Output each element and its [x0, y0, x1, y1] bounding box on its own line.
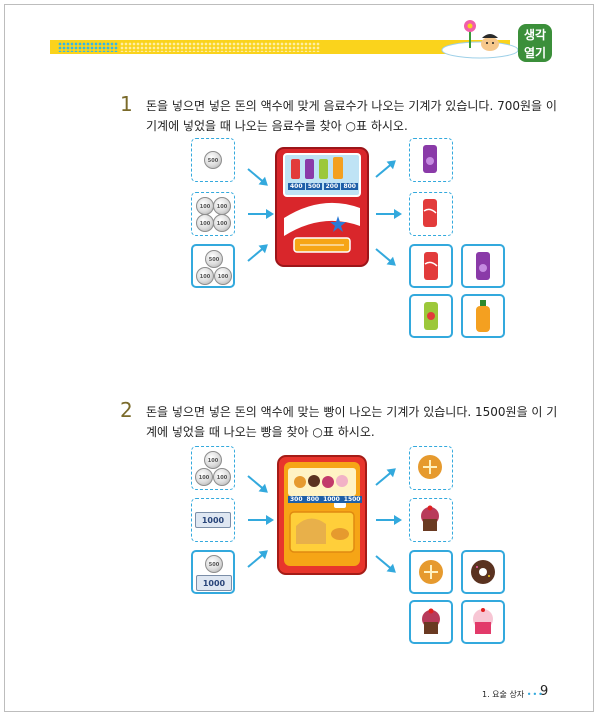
coin-icon: 500	[205, 555, 223, 573]
footer-dots: •••	[526, 690, 544, 699]
coin-icon: 500	[204, 151, 222, 169]
header-dot-pattern-light	[120, 42, 320, 52]
q1-drink-option-orange[interactable]	[461, 294, 505, 338]
coin-icon: 100	[196, 197, 214, 215]
bill-icon: 1000	[196, 575, 232, 591]
price-tag: 1000	[321, 496, 342, 503]
q2-bread-option-cupcake-2[interactable]	[409, 600, 453, 644]
coin-icon: 100	[196, 214, 214, 232]
cola-can-icon	[423, 199, 437, 227]
bun-icon	[419, 560, 443, 584]
q2-price-row: 300 800 1000 1500	[288, 496, 363, 503]
q1-money-box-1[interactable]: 500	[191, 138, 235, 182]
q2-bread-option-bun-2[interactable]	[409, 550, 453, 594]
chocolate-cupcake-icon	[421, 505, 439, 531]
price-tag: 800	[341, 183, 358, 190]
section-badge: 생각 열기	[518, 24, 552, 62]
arrow-icon	[248, 515, 274, 525]
q2-bread-option-bun[interactable]	[409, 446, 453, 490]
badge-text-line2: 열기	[523, 46, 547, 60]
arrow-icon	[376, 209, 402, 219]
question-1-line2: 기계에 넣었을 때 나오는 음료수를 찾아 ○표 하시오.	[146, 119, 408, 133]
coin-icon: 100	[196, 267, 214, 285]
q1-drink-option-cola-2[interactable]	[409, 244, 453, 288]
coin-icon: 100	[214, 267, 232, 285]
coin-icon: 100	[195, 468, 213, 486]
orange-juice-bottle-icon	[476, 300, 490, 332]
q2-bread-option-cupcake[interactable]	[409, 498, 453, 542]
header-dot-pattern	[58, 42, 118, 52]
q1-drink-option-lime[interactable]	[409, 294, 453, 338]
coin-icon: 100	[213, 197, 231, 215]
drink-vending-machine	[275, 147, 369, 267]
page-border	[4, 4, 594, 712]
q1-drink-option-cola[interactable]	[409, 192, 453, 236]
footer-section-label: 1. 요술 상자 •••	[482, 689, 544, 700]
footer-section-title: 1. 요술 상자	[482, 690, 525, 699]
question-1-text: 돈을 넣으면 넣은 돈의 액수에 맞게 음료수가 나오는 기계가 있습니다. 7…	[146, 96, 566, 136]
pink-cupcake-icon	[473, 608, 493, 634]
coin-icon: 100	[213, 468, 231, 486]
arrow-icon	[376, 515, 402, 525]
donut-icon	[471, 560, 495, 584]
cola-can-icon	[424, 252, 438, 280]
question-1-line1: 돈을 넣으면 넣은 돈의 액수에 맞게 음료수가 나오는 기계가 있습니다. 7…	[146, 99, 557, 113]
question-2-line2: 계에 넣었을 때 나오는 빵을 찾아 ○표 하시오.	[146, 425, 375, 439]
question-1-number: 1	[120, 92, 133, 116]
grape-can-icon	[476, 252, 490, 280]
price-tag: 300	[288, 496, 305, 503]
page-number: 9	[540, 684, 549, 699]
price-tag: 500	[305, 183, 323, 190]
bread-vending-machine	[277, 455, 367, 575]
question-2-text: 돈을 넣으면 넣은 돈의 액수에 맞는 빵이 나오는 기계가 있습니다. 150…	[146, 402, 566, 442]
price-tag: 400	[288, 183, 305, 190]
coin-icon: 100	[213, 214, 231, 232]
arrow-icon	[248, 209, 274, 219]
lime-can-icon	[424, 302, 438, 330]
q1-price-row: 400 500 200 800	[288, 183, 358, 190]
chocolate-cupcake-icon	[422, 608, 440, 634]
price-tag: 1500	[341, 496, 363, 503]
q1-money-box-3[interactable]: 500 100 100	[191, 244, 235, 288]
badge-text-line1: 생각	[523, 28, 547, 42]
coin-icon: 500	[205, 250, 223, 268]
grape-can-icon	[423, 145, 437, 173]
question-2-number: 2	[120, 398, 133, 422]
q2-money-box-1[interactable]: 100 100 100	[191, 446, 235, 490]
q1-drink-option-grape-2[interactable]	[461, 244, 505, 288]
q1-money-box-2[interactable]: 100 100 100 100	[191, 192, 235, 236]
q2-money-box-2[interactable]: 1000	[191, 498, 235, 542]
q2-bread-option-donut[interactable]	[461, 550, 505, 594]
header-flower-illustration	[441, 20, 519, 59]
bill-icon: 1000	[195, 512, 231, 528]
q1-drink-option-grape[interactable]	[409, 138, 453, 182]
q2-money-box-3[interactable]: 500 1000	[191, 550, 235, 594]
q2-bread-option-pink-cupcake[interactable]	[461, 600, 505, 644]
question-2-line1: 돈을 넣으면 넣은 돈의 액수에 맞는 빵이 나오는 기계가 있습니다. 150…	[146, 405, 558, 419]
price-tag: 800	[304, 496, 322, 503]
bun-icon	[418, 455, 442, 479]
price-tag: 200	[323, 183, 341, 190]
coin-icon: 100	[204, 451, 222, 469]
